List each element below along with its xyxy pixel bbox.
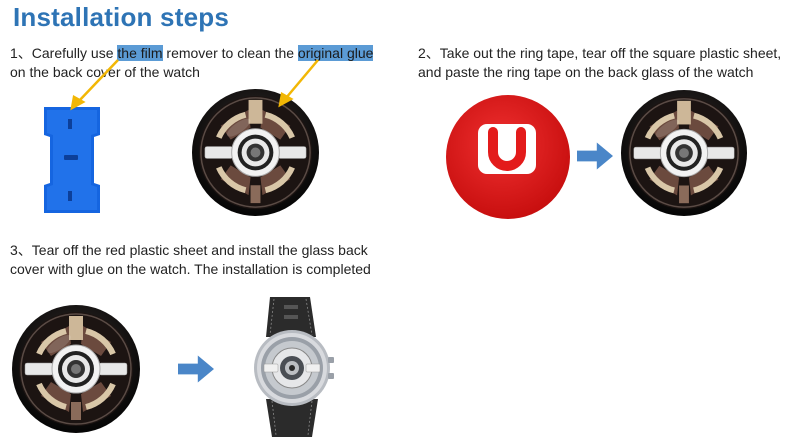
watch-back-glass-icon	[11, 304, 141, 434]
red-plastic-sheet-icon	[445, 94, 571, 220]
smartwatch-icon	[236, 297, 348, 437]
right-arrow-icon	[178, 355, 214, 383]
watch-back-glass-icon	[620, 89, 748, 217]
right-arrow-icon	[577, 142, 613, 170]
